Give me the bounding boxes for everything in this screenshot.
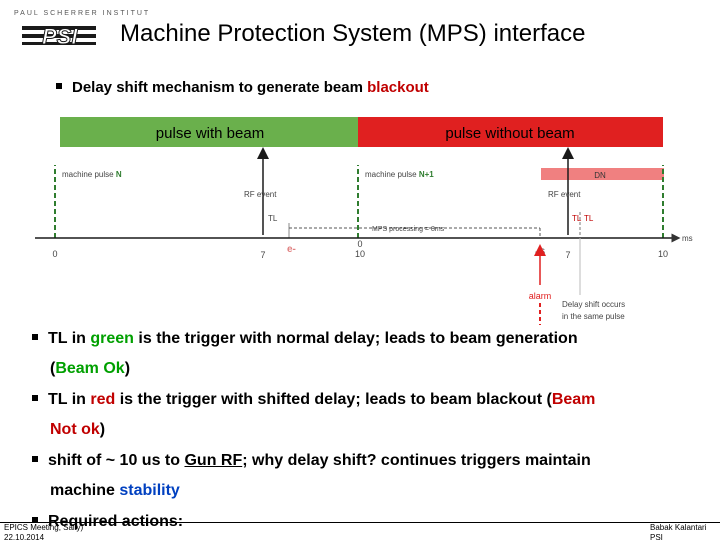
delay-note-line-2: in the same pulse bbox=[562, 312, 625, 321]
label-pulse-without-beam: pulse without beam bbox=[445, 125, 574, 142]
tick-7b: 7 bbox=[565, 250, 570, 260]
bar-pulse-with-beam bbox=[60, 117, 358, 147]
bar-pulse-without-beam bbox=[358, 117, 663, 147]
tl-label-3: TL bbox=[584, 214, 594, 223]
bullet-square bbox=[32, 394, 38, 401]
psi-logo-mark: PSI bbox=[22, 24, 96, 46]
bullet-square bbox=[32, 516, 38, 523]
label-pulse-with-beam: pulse with beam bbox=[156, 125, 264, 142]
psi-logo: PAUL SCHERRER INSTITUT PSI bbox=[14, 10, 148, 46]
bullet-tl-red: TL in red is the trigger with shifted de… bbox=[32, 385, 702, 445]
bullet-tl-green: TL in green is the trigger with normal d… bbox=[32, 324, 702, 384]
dn-label: DN bbox=[594, 171, 606, 180]
tick-0a: 0 bbox=[52, 249, 57, 259]
tl-label-1: TL bbox=[268, 214, 278, 223]
bullet-square bbox=[32, 455, 38, 462]
footer-author: Babak Kalantari bbox=[650, 523, 707, 532]
machine-pulse-n-label: machine pulse N bbox=[62, 170, 122, 179]
tick-7a: 7 bbox=[260, 250, 265, 260]
tl-label-2: TL bbox=[572, 214, 582, 223]
bullet-shift: shift of ~ 10 us to Gun RF; why delay sh… bbox=[32, 446, 702, 506]
tick-10b: 10 bbox=[658, 249, 668, 259]
page-title: Machine Protection System (MPS) interfac… bbox=[120, 20, 586, 47]
alarm-label: alarm bbox=[529, 291, 552, 301]
footer-right: Babak Kalantari PSI bbox=[650, 523, 706, 543]
bullet-required-actions: Required actions: bbox=[32, 507, 702, 537]
machine-pulse-n1-label: machine pulse N+1 bbox=[365, 170, 434, 179]
footer-date: 22.10.2014 bbox=[4, 533, 45, 542]
footer-left: EPICS Meeting, Sally) 22.10.2014 bbox=[4, 523, 83, 543]
delay-note-line-1: Delay shift occurs bbox=[562, 300, 625, 309]
footer-org: PSI bbox=[650, 533, 663, 542]
bullet-delay-shift: Delay shift mechanism to generate beam b… bbox=[56, 79, 429, 96]
footer-event: EPICS Meeting, Sally) bbox=[4, 523, 84, 532]
rf-event-label-2: RF event bbox=[548, 190, 581, 199]
axis-unit-ms: ms bbox=[682, 234, 693, 243]
footer-rule bbox=[0, 522, 720, 523]
tick-10a: 10 bbox=[355, 249, 365, 259]
electron-label: e- bbox=[287, 244, 296, 255]
dn-bar bbox=[541, 168, 664, 180]
bullet-square bbox=[32, 333, 38, 340]
psi-logo-letters: PSI bbox=[42, 24, 78, 46]
bullet-square bbox=[56, 83, 62, 90]
mps-processing-label: MPS processing = 8ms bbox=[372, 226, 445, 233]
timing-diagram: pulse with beam pulse without beam DN ma… bbox=[35, 117, 693, 325]
tick-0b: 0 bbox=[357, 239, 362, 249]
rf-event-label-1: RF event bbox=[244, 190, 277, 199]
